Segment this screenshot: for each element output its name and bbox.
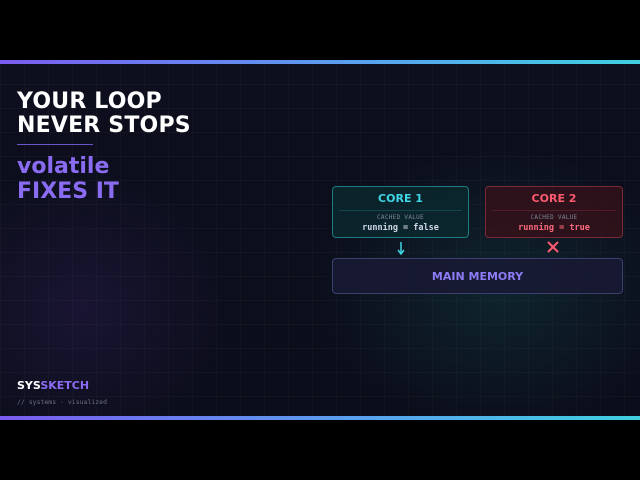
subheadline-line-1: volatile xyxy=(17,154,110,179)
core-1-title: CORE 1 xyxy=(378,192,423,205)
core-2-caption: CACHED VALUE xyxy=(530,214,578,221)
headline-divider xyxy=(17,144,93,145)
main-memory-label: MAIN MEMORY xyxy=(431,269,524,283)
core-2-separator xyxy=(492,210,616,211)
core-2-value: running = true xyxy=(518,223,590,233)
headline-line-2: NEVER STOPS xyxy=(17,113,191,138)
core-2-box: CORE 2 CACHED VALUE running = true xyxy=(485,186,623,238)
subheadline: volatile FIXES IT xyxy=(17,154,119,204)
top-accent-bar xyxy=(0,60,640,64)
brand-tagline: // systems · visualized xyxy=(17,398,108,406)
slide: YOUR LOOP NEVER STOPS volatile FIXES IT … xyxy=(0,60,640,420)
arrow-down-icon xyxy=(397,242,405,256)
core-1-separator xyxy=(339,210,462,211)
subheadline-line-2: FIXES IT xyxy=(17,179,119,204)
brand-part-2: SKETCH xyxy=(40,379,90,392)
brand-part-1: SYS xyxy=(17,379,41,392)
core-1-caption: CACHED VALUE xyxy=(377,214,424,221)
bottom-accent-bar xyxy=(0,416,640,420)
headline-line-1: YOUR LOOP xyxy=(17,89,162,114)
main-memory-box: MAIN MEMORY xyxy=(332,258,623,294)
core-1-box: CORE 1 CACHED VALUE running = false xyxy=(332,186,469,238)
core-2-title: CORE 2 xyxy=(531,192,577,205)
background-grid xyxy=(0,60,640,420)
cross-icon xyxy=(547,241,559,253)
brand-logo: SYSSKETCH xyxy=(17,379,89,392)
headline: YOUR LOOP NEVER STOPS xyxy=(17,90,191,138)
core-1-value: running = false xyxy=(362,223,439,233)
